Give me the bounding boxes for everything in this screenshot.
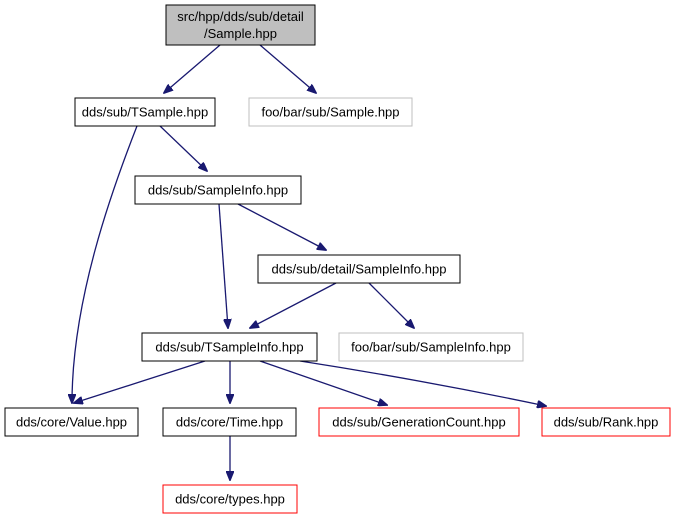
node-box-time [162, 407, 297, 437]
edge-detail-sampleinfo-to-foo-sampleinfo [368, 282, 414, 328]
node-root[interactable]: src/hpp/dds/sub/detail/Sample.hpp [165, 4, 316, 46]
nodes-layer: src/hpp/dds/sub/detail/Sample.hpp dds/sub… [4, 4, 671, 514]
edge-tsampleinfo-to-value [74, 360, 206, 403]
node-box-types [162, 484, 298, 514]
node-label-value: dds/core/Value.hpp [16, 415, 127, 430]
node-label-types: dds/core/types.hpp [175, 492, 285, 507]
node-box-sampleinfo [134, 175, 302, 205]
node-types[interactable]: dds/core/types.hpp [162, 484, 298, 514]
node-rank[interactable]: dds/sub/Rank.hpp [541, 407, 671, 437]
node-label-tsample: dds/sub/TSample.hpp [82, 105, 208, 120]
edge-tsample-to-sampleinfo [159, 125, 207, 171]
node-box-detail-sampleinfo [257, 254, 461, 284]
node-foo-sampleinfo[interactable]: foo/bar/sub/SampleInfo.hpp [338, 332, 524, 362]
edge-tsampleinfo-to-generationcount [259, 360, 387, 405]
node-tsampleinfo[interactable]: dds/sub/TSampleInfo.hpp [141, 332, 318, 362]
node-box-foo-sample [248, 97, 413, 127]
edge-sampleinfo-to-tsampleinfo [218, 203, 228, 328]
node-label-tsampleinfo: dds/sub/TSampleInfo.hpp [155, 340, 303, 355]
edge-sampleinfo-to-detail-sampleinfo [237, 203, 326, 250]
edge-root-to-tsample [164, 44, 221, 93]
node-box-tsampleinfo [141, 332, 318, 362]
node-sampleinfo[interactable]: dds/sub/SampleInfo.hpp [134, 175, 302, 205]
node-label-foo-sample: foo/bar/sub/Sample.hpp [261, 105, 399, 120]
node-box-rank [541, 407, 671, 437]
node-box-value [4, 407, 139, 437]
node-label-root-line-1: /Sample.hpp [204, 26, 277, 41]
node-foo-sample[interactable]: foo/bar/sub/Sample.hpp [248, 97, 413, 127]
edge-detail-sampleinfo-to-tsampleinfo [250, 282, 337, 328]
node-label-rank: dds/sub/Rank.hpp [554, 415, 659, 430]
edge-tsampleinfo-to-rank [299, 360, 546, 406]
edge-tsample-to-value [72, 125, 138, 403]
node-generationcount[interactable]: dds/sub/GenerationCount.hpp [318, 407, 520, 437]
node-box-root [165, 4, 316, 46]
node-detail-sampleinfo[interactable]: dds/sub/detail/SampleInfo.hpp [257, 254, 461, 284]
node-label-generationcount: dds/sub/GenerationCount.hpp [332, 415, 505, 430]
node-tsample[interactable]: dds/sub/TSample.hpp [74, 97, 216, 127]
node-label-sampleinfo: dds/sub/SampleInfo.hpp [148, 183, 288, 198]
node-label-detail-sampleinfo: dds/sub/detail/SampleInfo.hpp [272, 262, 447, 277]
node-box-generationcount [318, 407, 520, 437]
node-box-tsample [74, 97, 216, 127]
edge-root-to-foo-sample [259, 44, 316, 93]
node-label-time: dds/core/Time.hpp [176, 415, 283, 430]
node-time[interactable]: dds/core/Time.hpp [162, 407, 297, 437]
node-label-root-line-0: src/hpp/dds/sub/detail [177, 9, 304, 24]
node-label-foo-sampleinfo: foo/bar/sub/SampleInfo.hpp [351, 340, 511, 355]
node-box-foo-sampleinfo [338, 332, 524, 362]
node-value[interactable]: dds/core/Value.hpp [4, 407, 139, 437]
edges-layer [72, 44, 546, 480]
